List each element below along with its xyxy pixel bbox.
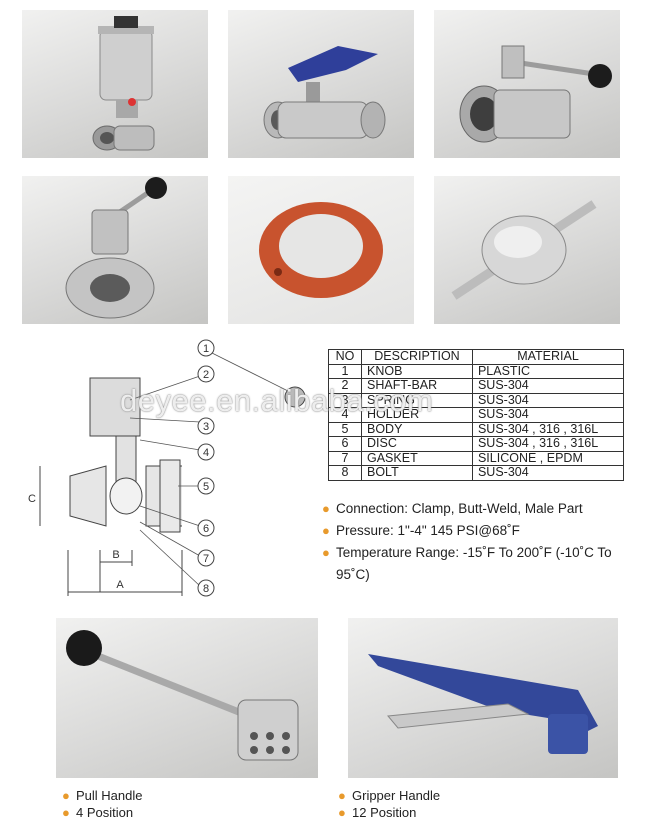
callout-6: 6	[197, 519, 215, 537]
cell-description: DISC	[361, 436, 473, 452]
caption-gripper-handle: ●Gripper Handle ●12 Position	[338, 787, 440, 821]
svg-text:1: 1	[203, 343, 209, 355]
callout-3: 3	[197, 417, 215, 435]
table-header-row: NO DESCRIPTION MATERIAL	[328, 349, 625, 365]
header-no: NO	[328, 349, 362, 365]
dimension-a-label: A	[116, 579, 124, 591]
photo-gripper-handle	[348, 618, 618, 778]
cell-material: SUS-304	[471, 465, 625, 481]
cell-material: SUS-304	[471, 407, 625, 423]
svg-text:6: 6	[203, 523, 209, 535]
bullet-icon: ●	[322, 523, 330, 538]
photo-pneumatic-butterfly-valve	[22, 10, 208, 158]
bullet-icon: ●	[322, 501, 330, 516]
bullet-icon: ●	[338, 805, 346, 820]
bullet-icon: ●	[62, 805, 70, 820]
cell-material: SUS-304 , 316 , 316L	[471, 436, 625, 452]
svg-text:4: 4	[203, 447, 209, 459]
bullet-icon: ●	[322, 545, 330, 560]
cell-description: SPRING	[361, 392, 473, 408]
cell-material: SILICONE , EPDM	[471, 450, 625, 466]
watermark: deyee.en.alibaba.com	[120, 383, 434, 418]
callout-1: 1	[197, 339, 215, 357]
svg-text:8: 8	[203, 583, 209, 595]
caption-line: ●Pull Handle	[62, 788, 143, 803]
callout-8: 8	[197, 579, 215, 597]
photo-male-thread-butterfly-valve	[434, 10, 620, 158]
photo-valve-disc	[434, 176, 620, 324]
spec-list: ●Connection: Clamp, Butt-Weld, Male Part…	[322, 498, 632, 586]
caption-line: ●Gripper Handle	[338, 788, 441, 803]
svg-text:5: 5	[203, 481, 209, 493]
caption-pull-handle: ●Pull Handle ●4 Position	[62, 787, 143, 821]
caption-line: ●4 Position	[62, 805, 134, 820]
spec-item-connection: ●Connection: Clamp, Butt-Weld, Male Part	[322, 498, 632, 520]
svg-text:2: 2	[203, 369, 209, 381]
photo-butt-weld-butterfly-valve	[22, 176, 208, 324]
cell-description: KNOB	[361, 363, 473, 379]
cell-description: BODY	[361, 421, 473, 437]
photo-silicone-gasket	[228, 176, 414, 324]
cell-no: 8	[328, 465, 362, 481]
cell-material: SUS-304 , 316 , 316L	[471, 421, 625, 437]
svg-text:3: 3	[203, 421, 209, 433]
callout-2: 2	[197, 365, 215, 383]
cell-description: HOLDER	[361, 407, 473, 423]
header-description: DESCRIPTION	[361, 349, 473, 365]
bullet-icon: ●	[338, 788, 346, 803]
svg-text:7: 7	[203, 553, 209, 565]
dimension-b-label: B	[112, 549, 119, 561]
callout-5: 5	[197, 477, 215, 495]
photo-pull-handle	[56, 618, 318, 778]
photo-clamp-butterfly-valve-blue-handle	[228, 10, 414, 158]
cell-description: BOLT	[361, 465, 473, 481]
caption-line: ●12 Position	[338, 805, 417, 820]
callout-7: 7	[197, 549, 215, 567]
dimension-c-label: C	[28, 493, 36, 505]
spec-item-temperature: ●Temperature Range: -15˚F To 200˚F (-10˚…	[322, 542, 632, 586]
cell-no: 1	[328, 363, 362, 379]
valve-cross-section-diagram: 1 2 3 4 5 6 7 8 C B A	[20, 330, 320, 600]
cell-no: 6	[328, 436, 362, 452]
callout-4: 4	[197, 443, 215, 461]
cell-material: PLASTIC	[471, 363, 625, 379]
cell-no: 5	[328, 421, 362, 437]
cell-no: 7	[328, 450, 362, 466]
header-material: MATERIAL	[471, 349, 625, 365]
bullet-icon: ●	[62, 788, 70, 803]
cell-description: GASKET	[361, 450, 473, 466]
spec-item-pressure: ●Pressure: 1"-4" 145 PSI@68˚F	[322, 520, 632, 542]
